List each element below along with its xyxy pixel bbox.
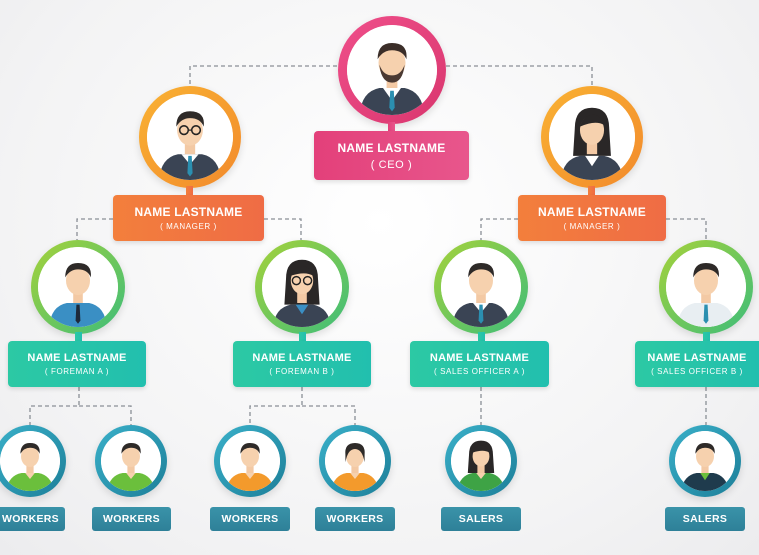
ceo-role: ( CEO ) [370,158,413,171]
ceo-name: NAME LASTNAME [337,140,446,155]
lead-b-name: NAME LASTNAME [252,352,352,364]
manager-left-role: ( MANAGER ) [160,222,217,231]
lead-a-name: NAME LASTNAME [27,352,127,364]
manager-right-avatar [541,86,643,188]
worker-avatar-icon [220,431,280,491]
female-avatar-icon [549,94,635,180]
connector-lead-a-staff [29,387,132,425]
lead-a-avatar [31,240,125,334]
staff-2-label: WORKERS [92,507,171,531]
manager-right-label: NAME LASTNAME ( MANAGER ) [518,195,666,241]
male-glasses-avatar-icon [147,94,233,180]
worker-avatar-icon [325,431,385,491]
manager-right-stem [588,186,595,196]
staff-1-label: WORKERS [0,507,65,531]
staff-6-avatar [669,425,741,497]
manager-right-name: NAME LASTNAME [538,205,646,219]
connector-lead-b-staff [249,387,356,425]
lead-sales-a-avatar [434,240,528,334]
ceo-label: NAME LASTNAME ( CEO ) [314,131,469,180]
staff-5-avatar [445,425,517,497]
lead-b-avatar [255,240,349,334]
lead-sales-b-name: NAME LASTNAME [647,352,747,364]
lead-sales-b-label: NAME LASTNAME ( SALES OFFICER B ) [635,341,759,387]
lead-sales-b-stem [703,332,710,342]
staff-4-avatar [319,425,391,497]
lead-sales-a-label: NAME LASTNAME ( SALES OFFICER A ) [410,341,549,387]
staff-3-label: WORKERS [210,507,290,531]
saler-avatar-icon [675,431,735,491]
male-bearded-avatar-icon [347,25,437,115]
lead-b-role: ( FOREMAN B ) [269,367,335,376]
staff-1-avatar [0,425,66,497]
male-avatar-icon [666,247,746,327]
staff-6-label: SALERS [665,507,745,531]
lead-sales-b-avatar [659,240,753,334]
lead-sales-b-role: ( SALES OFFICER B ) [651,367,743,376]
saler-avatar-icon [451,431,511,491]
manager-left-name: NAME LASTNAME [134,205,243,219]
staff-5-label: SALERS [441,507,521,531]
connector-manager-right-leads [480,218,707,240]
connector-manager-left-leads [76,218,302,240]
worker-avatar-icon [101,431,161,491]
lead-sales-a-stem [478,332,485,342]
lead-b-label: NAME LASTNAME ( FOREMAN B ) [233,341,371,387]
ceo-avatar [338,16,446,124]
manager-left-avatar [139,86,241,188]
connector-ceo-managers [189,65,593,86]
lead-a-stem [75,332,82,342]
ceo-stem [388,122,395,132]
lead-a-label: NAME LASTNAME ( FOREMAN A ) [8,341,146,387]
staff-2-avatar [95,425,167,497]
staff-4-label: WORKERS [315,507,395,531]
lead-a-role: ( FOREMAN A ) [44,367,110,376]
manager-left-stem [186,186,193,196]
staff-3-avatar [214,425,286,497]
worker-avatar-icon [0,431,60,491]
manager-left-label: NAME LASTNAME ( MANAGER ) [113,195,264,241]
lead-sales-a-role: ( SALES OFFICER A ) [434,367,525,376]
male-avatar-icon [441,247,521,327]
manager-right-role: ( MANAGER ) [563,222,621,231]
lead-sales-a-name: NAME LASTNAME [429,352,530,364]
male-avatar-icon [38,247,118,327]
female-glasses-avatar-icon [262,247,342,327]
lead-b-stem [299,332,306,342]
